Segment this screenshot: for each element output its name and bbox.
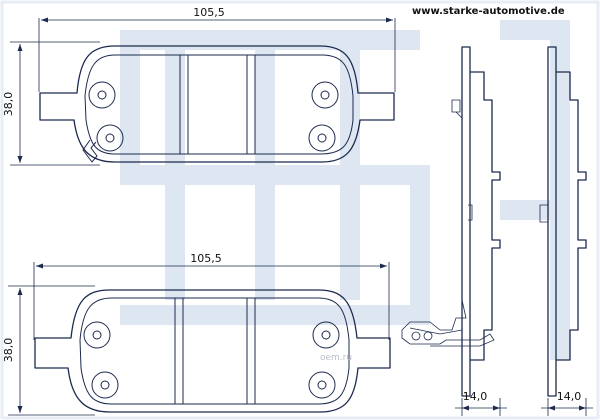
bottom-pad-front-view: 105,5 38,0 (2, 252, 391, 416)
oem-watermark-text: oem.ru (320, 353, 352, 363)
top-width-dimension: 105,5 (193, 6, 225, 19)
left-thickness-dimension: 14,0 (463, 390, 488, 403)
right-thickness-dimension: 14,0 (557, 390, 582, 403)
side-view-left: 14,0 (401, 46, 507, 416)
side-view-right: 14,0 (539, 46, 593, 416)
website-url: www.starke-automotive.de (412, 6, 565, 17)
bottom-width-dimension: 105,5 (190, 252, 222, 265)
top-pad-front-view: 105,5 38,0 (2, 6, 396, 166)
bottom-height-dimension: 38,0 (2, 338, 15, 363)
top-height-dimension: 38,0 (2, 92, 15, 117)
